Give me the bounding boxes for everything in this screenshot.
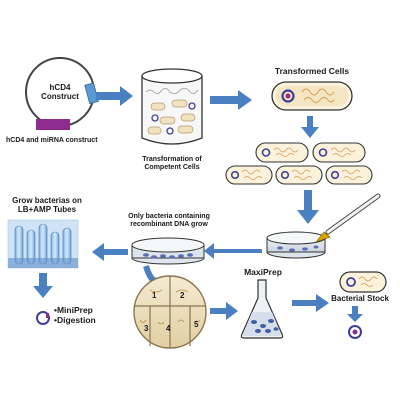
bacterial-stock-title: Bacterial Stock [331,294,389,303]
analysis-item-digestion: •Digestion [54,314,96,325]
growth-caption-line1: Grow bacterias on [12,196,82,205]
analysis-list: •MiniPrep •Digestion [54,305,124,326]
plasmid-insert-tag [84,82,99,105]
plate-section-2: 2 [180,291,185,300]
mirna-segment [36,119,70,130]
plasmid-label-line2: Construct [41,92,79,102]
cluster-cell [225,165,273,185]
miniprep-plasmid-icon [36,311,50,325]
plasmid-label-line1: hCD4 [49,83,71,92]
cluster-cell [275,165,323,185]
cell-plasmid [281,89,295,103]
sectioned-colony-plate [133,275,207,349]
plating-dish [266,231,326,259]
selection-caption-line2: recombinant DNA grow [130,221,208,229]
plate-section-4: 4 [166,324,171,333]
selection-caption-line1: Only bacteria containing [128,213,210,220]
analysis-item-miniprep: •MiniPrep [54,305,93,315]
stock-plasmid-icon [348,325,362,339]
arrow-to-agar-plate [297,190,319,224]
cluster-cell [312,142,366,163]
plate-section-3: 3 [144,324,149,333]
selection-caption: Only bacteria containing recombinant DNA… [116,213,222,229]
arrow-stock-down [347,306,363,322]
arrow-plate-to-tubes [92,243,128,261]
transformed-cells-title: Transformed Cells [274,66,350,76]
transformation-caption-line1: Transformation of [142,156,202,163]
arrow-dish-to-plate [204,243,262,259]
growth-caption-line2: LB+AMP Tubes [17,205,77,215]
growth-caption: Grow bacterias on LB+AMP Tubes [2,196,92,214]
cluster-cell [255,142,309,163]
selection-plate [131,237,205,265]
construct-caption: hCD4 and miRNA construct [6,137,98,144]
transformation-caption-line2: Competent Cells [144,164,200,172]
plasmid-construct [25,57,99,130]
dna-squiggle [301,88,335,103]
arrow-plasmid-to-beaker [96,86,133,106]
transformation-caption: Transformation of Competent Cells [124,156,220,172]
bacterial-stock-cell [339,271,387,293]
arrow-beaker-to-transformed [210,90,252,110]
plate-section-5: 5 [194,320,199,329]
pipette-icon [315,193,381,243]
arrow-tubes-to-miniprep [33,273,53,298]
arrow-sections-to-maxiprep [210,302,238,320]
plate-section-1: 1 [152,291,157,300]
cluster-cell [325,165,373,185]
competent-cells-beaker [141,68,203,145]
transformed-cell-cluster [225,142,373,185]
transformed-cell [271,81,353,111]
arrow-maxiprep-to-stock [292,294,329,312]
lb-amp-tubes-image [7,219,79,269]
arrow-to-cell-cluster [301,116,319,138]
plasmid-label: hCD4 Construct [36,83,84,101]
maxiprep-flask-icon [240,279,284,339]
maxiprep-title: MaxiPrep [244,267,282,277]
